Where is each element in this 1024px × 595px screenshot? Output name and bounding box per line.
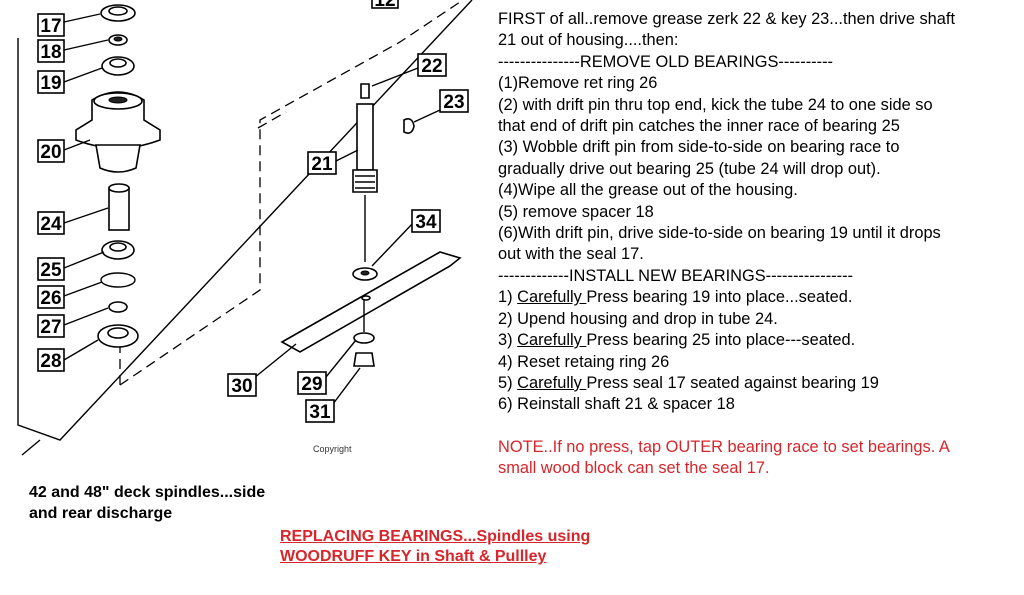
callout-12-label: 12 bbox=[374, 0, 395, 11]
callout-21: 21 bbox=[307, 151, 337, 175]
step-number: 5) bbox=[498, 373, 518, 392]
instruction-line: (3) Wobble drift pin from side-to-side o… bbox=[498, 138, 900, 157]
title-line: WOODRUFF KEY in Shaft & Pullley bbox=[280, 548, 547, 565]
step-emphasis: Carefully bbox=[517, 288, 587, 307]
callout-28-label: 28 bbox=[40, 351, 61, 372]
instruction-line: gradually drive out bearing 25 (tube 24 … bbox=[498, 159, 881, 178]
page-title: REPLACING BEARINGS...Spindles using WOOD… bbox=[280, 527, 680, 567]
spindle-exploded-diagram: 12 17 18 19 20 24 25 26 27 28 22 23 bbox=[17, 0, 473, 456]
callout-17-label: 17 bbox=[40, 16, 61, 37]
instruction-line: 3) Carefully Press bearing 25 into place… bbox=[498, 330, 1018, 351]
callout-30-label: 30 bbox=[231, 376, 252, 397]
instructions-block: FIRST of all..remove grease zerk 22 & ke… bbox=[498, 9, 1018, 416]
instruction-line: FIRST of all..remove grease zerk 22 & ke… bbox=[498, 10, 956, 28]
callout-18-label: 18 bbox=[40, 42, 61, 63]
callout-27: 27 bbox=[37, 314, 65, 338]
instruction-line: 5) Carefully Press seal 17 seated agains… bbox=[498, 373, 1018, 394]
note-line: NOTE..If no press, tap OUTER bearing rac… bbox=[498, 438, 950, 456]
callout-21-label: 21 bbox=[311, 154, 333, 175]
instruction-line: (2) with drift pin thru top end, kick th… bbox=[498, 95, 933, 114]
instruction-line: 1) Carefully Press bearing 19 into place… bbox=[498, 287, 1018, 308]
instruction-line: that end of drift pin catches the inner … bbox=[498, 117, 900, 136]
callout-26-label: 26 bbox=[40, 288, 61, 309]
callout-20-label: 20 bbox=[40, 142, 61, 163]
title-line: REPLACING BEARINGS...Spindles using bbox=[280, 528, 591, 545]
caption-line: and rear discharge bbox=[29, 505, 173, 522]
instruction-line: (4)Wipe all the grease out of the housin… bbox=[498, 181, 798, 200]
step-text: Press seal 17 seated against bearing 19 bbox=[586, 373, 879, 392]
callout-23: 23 bbox=[439, 89, 469, 113]
callout-17: 17 bbox=[37, 13, 65, 37]
instruction-line: 6) Reinstall shaft 21 & spacer 18 bbox=[498, 395, 735, 414]
instruction-line: (1)Remove ret ring 26 bbox=[498, 74, 658, 93]
callout-34: 34 bbox=[411, 209, 441, 233]
step-number: 3) bbox=[498, 331, 518, 350]
note-line: small wood block can set the seal 17. bbox=[498, 459, 770, 478]
callout-20: 20 bbox=[37, 139, 65, 163]
instruction-line: out with the seal 17. bbox=[498, 245, 644, 264]
instruction-line: 2) Upend housing and drop in tube 24. bbox=[498, 309, 778, 328]
section-heading-remove: ---------------REMOVE OLD BEARINGS------… bbox=[498, 52, 834, 71]
callout-18: 18 bbox=[37, 39, 65, 63]
callout-22-label: 22 bbox=[421, 56, 442, 77]
callout-31-label: 31 bbox=[309, 402, 331, 423]
instruction-line: (6)With drift pin, drive side-to-side on… bbox=[498, 224, 941, 243]
callout-19-label: 19 bbox=[40, 73, 61, 94]
shaft-assembly bbox=[280, 83, 462, 367]
callout-24: 24 bbox=[37, 211, 65, 235]
step-text: Press bearing 19 into place...seated. bbox=[586, 288, 853, 307]
callout-24-label: 24 bbox=[40, 214, 62, 235]
step-emphasis: Carefully bbox=[517, 331, 587, 350]
spindle-housing-stack bbox=[75, 4, 161, 348]
instruction-line: 21 out of housing....then: bbox=[498, 31, 679, 50]
instruction-line: 4) Reset retaing ring 26 bbox=[498, 352, 670, 371]
callout-26: 26 bbox=[37, 285, 65, 309]
instruction-line: (5) remove spacer 18 bbox=[498, 202, 654, 221]
callout-28: 28 bbox=[37, 348, 65, 372]
note-block: NOTE..If no press, tap OUTER bearing rac… bbox=[498, 437, 1018, 480]
copyright-label: Copyright bbox=[313, 444, 352, 454]
callout-29-label: 29 bbox=[301, 374, 322, 395]
callout-23-label: 23 bbox=[443, 92, 464, 113]
callout-27-label: 27 bbox=[40, 317, 61, 338]
diagram-caption: 42 and 48" deck spindles...side and rear… bbox=[29, 482, 329, 524]
callout-30: 30 bbox=[227, 373, 257, 397]
section-heading-install: -------------INSTALL NEW BEARINGS-------… bbox=[498, 266, 854, 285]
callout-22: 22 bbox=[417, 53, 447, 77]
callout-29: 29 bbox=[297, 371, 327, 395]
right-leaders bbox=[253, 67, 441, 409]
callout-34-label: 34 bbox=[415, 212, 437, 233]
deck-outline bbox=[17, 0, 473, 456]
callout-12: 12 bbox=[371, 0, 399, 11]
step-text: Press bearing 25 into place---seated. bbox=[586, 331, 856, 350]
step-number: 1) bbox=[498, 288, 518, 307]
callout-25: 25 bbox=[37, 257, 65, 281]
caption-line: 42 and 48" deck spindles...side bbox=[29, 484, 266, 501]
step-emphasis: Carefully bbox=[517, 373, 587, 392]
callout-19: 19 bbox=[37, 70, 65, 94]
left-leaders bbox=[63, 13, 109, 361]
callout-31: 31 bbox=[305, 399, 335, 423]
callout-25-label: 25 bbox=[40, 260, 62, 281]
